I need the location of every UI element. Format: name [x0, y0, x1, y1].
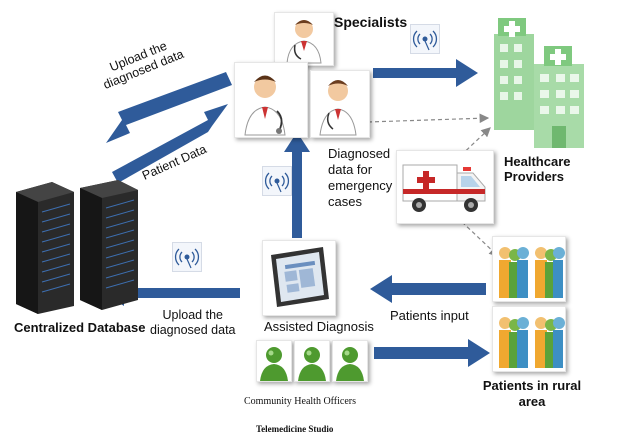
doctor-icon [286, 20, 322, 64]
specialist-card-3 [310, 70, 370, 138]
officer-card-3 [332, 340, 368, 382]
specialist-card-1 [274, 12, 334, 66]
centralized-database-label: Centralized Database [14, 320, 146, 335]
community-health-officers-label: Community Health Officers [244, 396, 357, 407]
upload-arrow-top [106, 72, 232, 143]
patient-data-arrow [112, 104, 228, 183]
wireless-signal-icon [410, 24, 440, 54]
officer-card-2 [294, 340, 330, 382]
patients-rural-label: Patients in rural area [482, 378, 582, 409]
patients-input-arrow [370, 275, 486, 303]
tablet-card [262, 240, 336, 316]
hospital-building-icon [484, 14, 564, 144]
telemedicine-studio-caption: Telemedicine Studio [256, 424, 334, 434]
wireless-signal-icon [172, 242, 202, 272]
upload-bottom-label: Upload the diagnosed data [150, 308, 236, 337]
patients-card-bottom [492, 306, 566, 372]
ambulance-to-patients-dashed [461, 221, 499, 257]
officer-card-1 [256, 340, 292, 382]
patient-group-icon [499, 247, 565, 298]
specialists-to-providers-arrow [373, 59, 478, 87]
health-officer-icon [336, 347, 364, 381]
hospital-building-icon [524, 44, 600, 148]
tablet-icon [271, 247, 329, 307]
ambulance-card [396, 150, 494, 224]
specialists-label: Specialists [334, 14, 408, 30]
assisted-diagnosis-label: Assisted Diagnosis [264, 319, 374, 334]
patients-card-top [492, 236, 566, 302]
specialists-to-providers-dashed [367, 113, 490, 124]
server-rack-icon [8, 178, 140, 314]
doctor-icon [319, 80, 357, 136]
ambulance-icon [402, 164, 486, 212]
health-officer-icon [298, 347, 326, 381]
healthcare-providers-label: Healthcare Providers [504, 154, 571, 184]
doctor-icon [244, 75, 286, 136]
patient-group-icon [499, 317, 565, 368]
diagnosis-to-specialists-arrow [284, 132, 310, 238]
officers-to-patients-arrow [374, 339, 490, 367]
wireless-signal-icon [262, 166, 292, 196]
upload-arrow-bottom [104, 280, 240, 306]
health-officer-icon [260, 347, 288, 381]
patients-input-label: Patients input [390, 308, 469, 323]
specialist-card-2 [234, 62, 308, 138]
diagnosed-emergency-label: Diagnosed data for emergency cases [328, 146, 393, 209]
